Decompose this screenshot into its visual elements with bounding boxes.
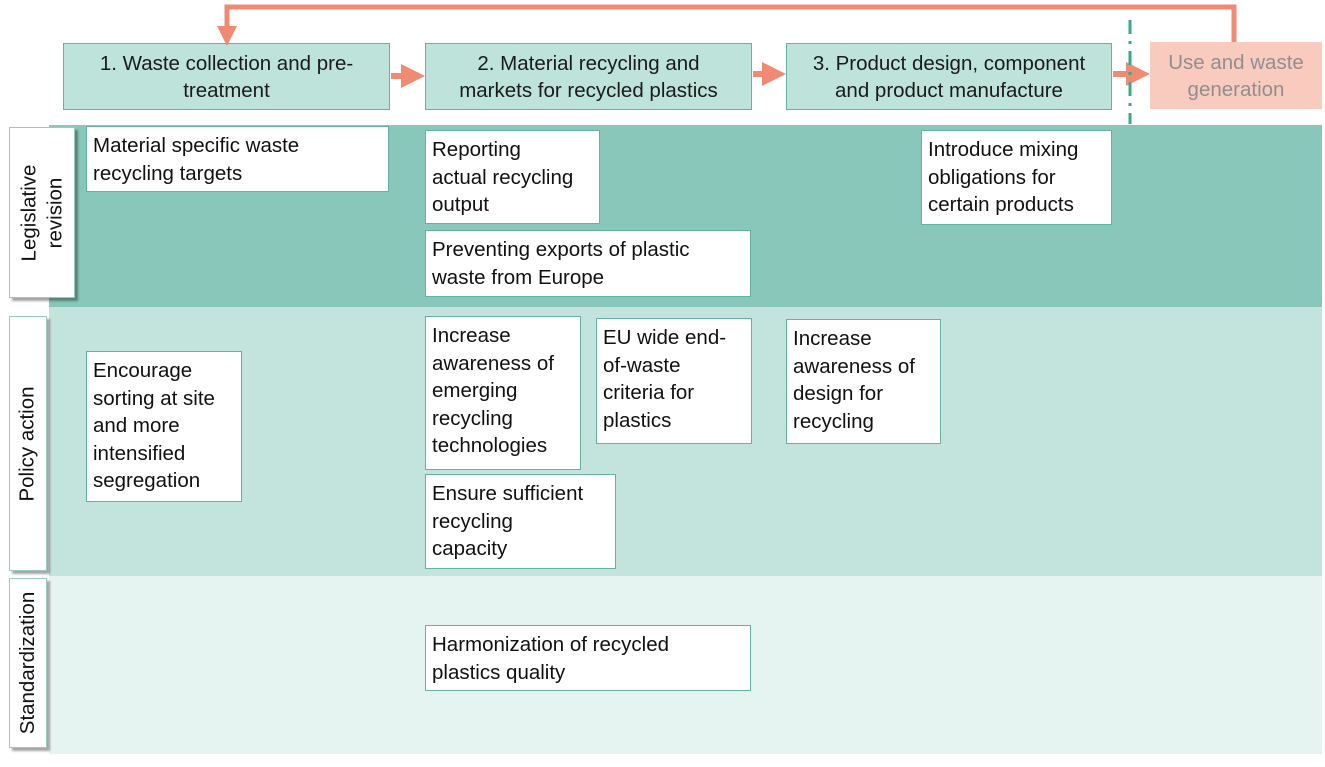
box-mixing-obligations: Introduce mixing obligations for certain…	[921, 130, 1112, 225]
stage-waste-collection: 1. Waste collection and pre- treatment	[63, 43, 390, 110]
box-awareness-emerging-tech: Increase awareness of emerging recycling…	[425, 316, 581, 470]
row-label-standardization: Standardization	[9, 578, 47, 748]
box-harmonization-quality: Harmonization of recycled plastics quali…	[425, 625, 751, 691]
box-preventing-exports: Preventing exports of plastic waste from…	[425, 230, 751, 297]
stage-product-design: 3. Product design, component and product…	[786, 43, 1112, 110]
row-label-policy: Policy action	[9, 316, 47, 571]
box-reporting-recycling-output: Reporting actual recycling output	[425, 130, 600, 224]
stage-material-recycling: 2. Material recycling and markets for re…	[425, 43, 752, 110]
box-recycling-capacity: Ensure sufficient recycling capacity	[425, 474, 616, 569]
box-end-of-waste-criteria: EU wide end- of-waste criteria for plast…	[596, 318, 752, 444]
box-encourage-sorting: Encourage sorting at site and more inten…	[86, 351, 242, 502]
stage-use-and-waste: Use and waste generation	[1150, 42, 1322, 109]
feedback-arrow	[217, 4, 1237, 46]
box-waste-recycling-targets: Material specific waste recycling target…	[86, 126, 389, 192]
row-label-legislative: Legislative revision	[9, 127, 75, 298]
box-awareness-design: Increase awareness of design for recycli…	[786, 319, 941, 444]
